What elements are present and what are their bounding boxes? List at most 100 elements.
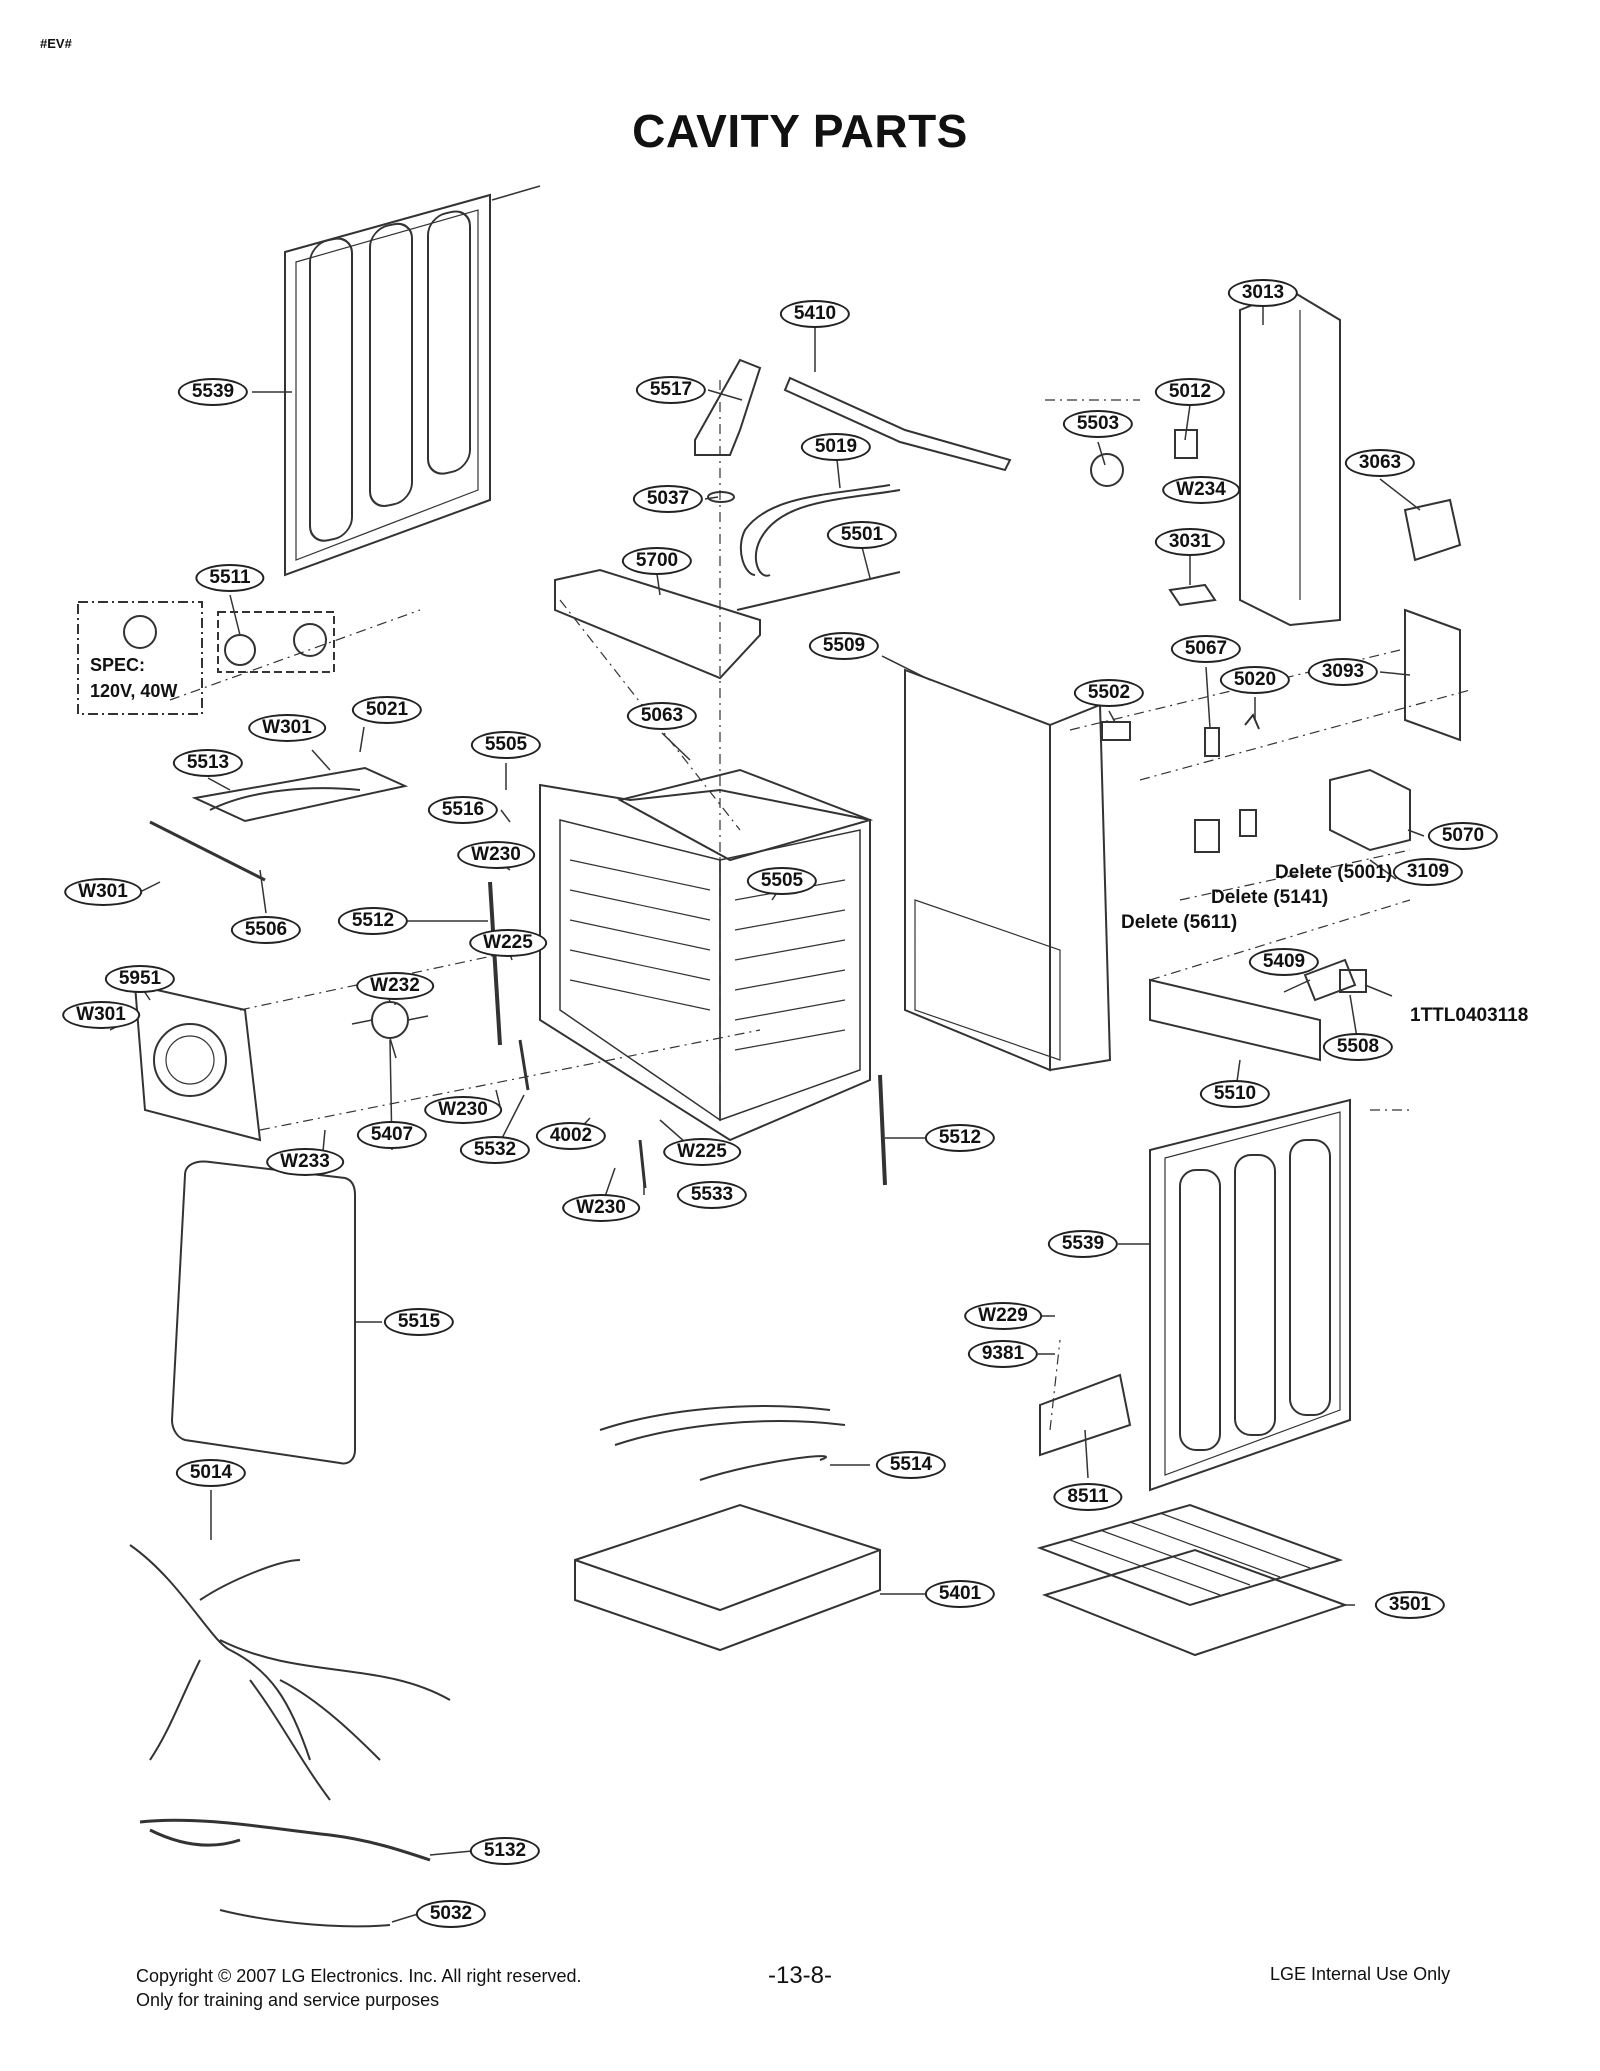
part-label-w232: W232 <box>356 972 434 1000</box>
part-5502 <box>1101 721 1131 741</box>
note-delete-5001: Delete (5001) <box>1275 862 1393 883</box>
part-3031 <box>1168 583 1217 607</box>
part-label-5501: 5501 <box>826 521 898 549</box>
element-5513 <box>191 766 409 823</box>
part-label-5019: 5019 <box>800 433 872 461</box>
part-label-5539-top: 5539 <box>177 378 249 406</box>
part-label-5510: 5510 <box>1199 1080 1271 1108</box>
part-label-w225-b: W225 <box>663 1138 741 1166</box>
part-label-w301-a: W301 <box>248 714 326 742</box>
footer-copyright-block: Copyright © 2007 LG Electronics. Inc. Al… <box>136 1964 581 2012</box>
rail-5512-left <box>488 881 502 1046</box>
page-number: -13-8- <box>767 1962 833 1989</box>
part-label-5037: 5037 <box>632 485 704 513</box>
part-label-5132: 5132 <box>469 1837 541 1865</box>
part-5067 <box>1204 727 1220 757</box>
note-ref-1ttl0403118: 1TTL0403118 <box>1410 1005 1529 1026</box>
side-panel-right <box>1149 1098 1351 1492</box>
bracket-5410 <box>783 376 1012 472</box>
footer-internal: LGE Internal Use Only <box>1270 1964 1451 1984</box>
rod-5501 <box>736 571 901 611</box>
part-5409 <box>1303 958 1357 1002</box>
part-5503 <box>1090 453 1124 487</box>
bracket-3013 <box>1239 288 1341 627</box>
part-label-3501: 3501 <box>1374 1591 1446 1619</box>
rail-5532 <box>518 1039 530 1091</box>
part-delete-5141 <box>1239 809 1257 837</box>
part-label-5509: 5509 <box>808 632 880 660</box>
panel-5510 <box>1149 978 1321 1062</box>
strip-5506 <box>149 820 266 882</box>
part-label-9381: 9381 <box>967 1340 1039 1368</box>
part-label-5410: 5410 <box>779 300 851 328</box>
part-label-5014: 5014 <box>175 1459 247 1487</box>
part-label-w230-b: W230 <box>424 1096 502 1124</box>
part-label-w233: W233 <box>266 1148 344 1176</box>
part-label-5511: 5511 <box>195 564 265 592</box>
part-label-w301-b: W301 <box>64 878 142 906</box>
part-label-5512-a: 5512 <box>337 907 409 935</box>
part-3093 <box>1404 608 1461 742</box>
element-5514 <box>599 1405 846 1481</box>
part-label-5517: 5517 <box>635 376 707 404</box>
wire-5019 <box>754 489 901 577</box>
cover-5700 <box>554 568 761 680</box>
part-label-5409: 5409 <box>1248 948 1320 976</box>
part-label-w230-a: W230 <box>457 841 535 869</box>
part-label-5506: 5506 <box>230 916 302 944</box>
part-label-5407: 5407 <box>356 1121 428 1149</box>
part-label-5516: 5516 <box>427 796 499 824</box>
page-title: CAVITY PARTS <box>632 105 968 157</box>
part-label-5505-b: 5505 <box>746 867 818 895</box>
part-label-5502: 5502 <box>1073 679 1145 707</box>
lamp-housing-5511 <box>217 611 335 673</box>
part-label-5067: 5067 <box>1170 635 1242 663</box>
part-label-4002: 4002 <box>535 1122 607 1150</box>
bracket-5517 <box>694 358 762 456</box>
part-label-5532: 5532 <box>459 1136 531 1164</box>
gasket-5515 <box>170 1160 356 1465</box>
part-label-3093: 3093 <box>1307 658 1379 686</box>
footer-training: Only for training and service purposes <box>136 1990 440 2010</box>
part-label-3063: 3063 <box>1344 449 1416 477</box>
part-label-w301-c: W301 <box>62 1001 140 1029</box>
part-label-3013: 3013 <box>1227 279 1299 307</box>
spec-text: SPEC: 120V, 40W <box>90 652 177 704</box>
note-delete-5141: Delete (5141) <box>1211 887 1329 908</box>
leader-lines <box>109 298 1425 1923</box>
part-label-5020: 5020 <box>1219 666 1291 694</box>
part-label-5514: 5514 <box>875 1451 947 1479</box>
footer-copyright: Copyright © 2007 LG Electronics. Inc. Al… <box>136 1966 582 1986</box>
document-code: #EV# <box>40 36 72 51</box>
part-3063 <box>1403 498 1462 562</box>
spec-heading: SPEC: <box>90 655 146 675</box>
part-5070 <box>1329 768 1411 852</box>
oven-cavity <box>539 768 874 1142</box>
part-label-5070: 5070 <box>1427 822 1499 850</box>
part-label-5539-bottom: 5539 <box>1047 1230 1119 1258</box>
wire-5032 <box>219 1909 391 1928</box>
part-label-5032: 5032 <box>415 1900 487 1928</box>
part-label-5512-b: 5512 <box>924 1124 996 1152</box>
racks-3501 <box>1036 1503 1349 1657</box>
part-label-5515: 5515 <box>383 1308 455 1336</box>
part-label-w229: W229 <box>964 1302 1042 1330</box>
part-label-5700: 5700 <box>621 547 693 575</box>
spec-box <box>77 601 203 715</box>
side-panel-left <box>284 185 541 577</box>
part-label-3109: 3109 <box>1392 858 1464 886</box>
part-label-5951: 5951 <box>104 965 176 993</box>
bracket-8511 <box>1039 1373 1132 1457</box>
fan-cover-5951 <box>133 983 262 1142</box>
back-panel-5509 <box>904 668 1112 1072</box>
grommet-5037 <box>707 491 735 503</box>
part-label-5401: 5401 <box>924 1580 996 1608</box>
part-5020 <box>1244 713 1260 730</box>
part-label-5513: 5513 <box>172 749 244 777</box>
fan-5407 <box>371 1001 409 1039</box>
part-label-w234: W234 <box>1162 476 1240 504</box>
harness-5014 <box>129 1544 451 1801</box>
part-label-5508: 5508 <box>1322 1033 1394 1061</box>
part-label-5021: 5021 <box>351 696 423 724</box>
